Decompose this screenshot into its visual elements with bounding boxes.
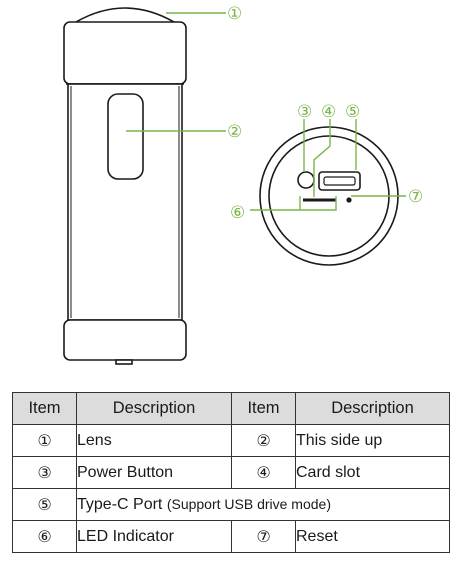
item-number: ③: [12, 456, 77, 489]
callout-leaders: [126, 12, 406, 211]
table-row: ⑤ Type-C Port (Support USB drive mode): [12, 488, 450, 521]
callout-card-slot: ④: [321, 102, 336, 122]
item-number: ④: [231, 456, 296, 489]
item-number: ⑤: [12, 488, 77, 521]
header-description: Description: [295, 392, 450, 425]
header-item: Item: [12, 392, 77, 425]
item-number: ②: [231, 424, 296, 457]
table-row: ③ Power Button ④ Card slot: [12, 456, 450, 489]
header-item: Item: [231, 392, 296, 425]
item-number: ⑦: [231, 520, 296, 553]
device-diagram: ① ② ③ ④ ⑤ ⑥ ⑦: [63, 4, 423, 365]
callout-this-side-up: ②: [227, 122, 242, 142]
callout-power-button: ③: [297, 102, 312, 122]
callout-led-indicator: ⑥: [230, 203, 245, 223]
item-description-table: Item Description Item Description ① Lens…: [12, 392, 450, 553]
table-header-row: Item Description Item Description: [12, 392, 450, 425]
header-description: Description: [76, 392, 232, 425]
item-number: ⑥: [12, 520, 77, 553]
item-description: Reset: [295, 520, 450, 553]
bottom-notch: [115, 359, 133, 365]
type-c-port: [323, 176, 356, 186]
device-side-view: [63, 7, 187, 365]
item-description: Type-C Port (Support USB drive mode): [76, 488, 450, 521]
table-row: ① Lens ② This side up: [12, 424, 450, 457]
top-cap: [63, 21, 187, 85]
reset-hole: [346, 197, 352, 203]
card-slot: [318, 171, 361, 191]
item-description: LED Indicator: [76, 520, 232, 553]
bottom-cap: [63, 319, 187, 361]
lens-dome: [75, 7, 175, 23]
item-description: Power Button: [76, 456, 232, 489]
item-description: Lens: [76, 424, 232, 457]
callout-reset: ⑦: [408, 187, 423, 207]
callout-type-c-port: ⑤: [345, 102, 360, 122]
callout-lens: ①: [227, 4, 242, 24]
item-description: Card slot: [295, 456, 450, 489]
port-note: (Support USB drive mode): [166, 495, 331, 512]
table-row: ⑥ LED Indicator ⑦ Reset: [12, 520, 450, 553]
port-label: Type-C Port: [77, 495, 167, 513]
item-number: ①: [12, 424, 77, 457]
item-description: This side up: [295, 424, 450, 457]
this-side-up-marker: [107, 93, 144, 180]
